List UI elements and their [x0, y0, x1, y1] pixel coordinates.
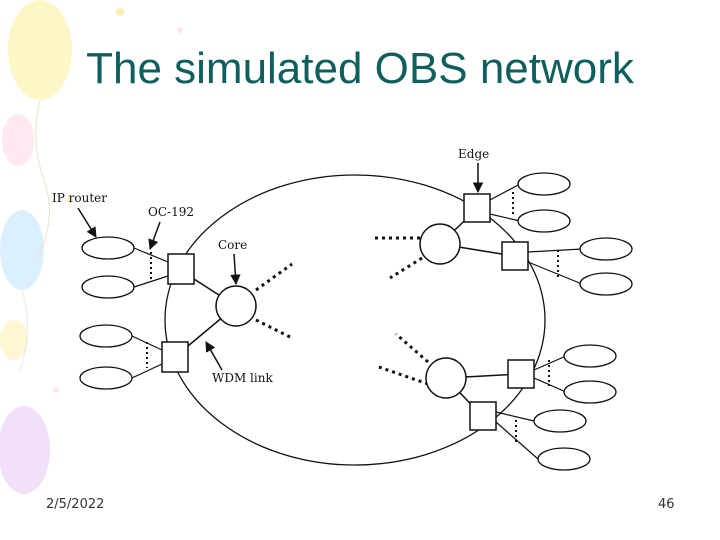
oc192-label-arrow	[148, 221, 161, 250]
balloon-shape	[2, 114, 34, 166]
edge-node	[501, 241, 529, 271]
router-link	[133, 247, 169, 263]
slide-date: 2/5/2022	[46, 497, 105, 512]
router-link	[133, 275, 169, 288]
ip-router-node	[81, 275, 135, 299]
edge-node	[507, 359, 535, 389]
balloon-string	[19, 289, 28, 371]
core-node	[425, 357, 467, 399]
confetti-dot	[177, 27, 183, 33]
confetti-dot	[116, 8, 124, 16]
router-link	[527, 248, 583, 253]
router-link	[533, 355, 567, 371]
edge-node	[161, 341, 189, 373]
link-stub	[395, 332, 429, 364]
router-link	[489, 183, 521, 201]
edge-label: Edge	[458, 147, 489, 161]
router-link	[495, 411, 535, 422]
ip-router-node	[563, 344, 617, 368]
ip-router-node	[79, 366, 133, 390]
balloon-shape	[0, 320, 28, 360]
wdm-link-label-arrow	[205, 341, 223, 371]
core-label: Core	[218, 238, 247, 252]
network-boundary-ellipse	[164, 174, 546, 466]
link-stub	[255, 318, 293, 340]
oc192-label: OC-192	[148, 205, 194, 219]
slide-page-number: 46	[658, 497, 675, 512]
ip-router-node	[579, 237, 633, 261]
ip-router-node	[579, 272, 633, 296]
ip-router-node	[81, 236, 135, 260]
core-node	[419, 223, 461, 265]
wdm-link-label: WDM link	[212, 371, 273, 385]
slide-title: The simulated OBS network	[86, 44, 634, 93]
link-stub	[375, 364, 429, 386]
ip-router-node	[517, 209, 571, 233]
balloon-string	[35, 99, 50, 261]
link-stub	[255, 262, 293, 292]
router-link	[489, 213, 521, 222]
balloon-shape	[8, 0, 72, 100]
core-node	[215, 285, 257, 327]
obs-network-diagram: Edge IP router OC-192 Core WDM link	[52, 147, 633, 471]
core-label-arrow	[230, 253, 241, 286]
edge-node	[469, 401, 497, 431]
edge-node	[167, 253, 195, 285]
balloon-shape	[0, 210, 44, 290]
edge-node	[463, 193, 491, 223]
confetti-dot	[67, 197, 73, 203]
ip-router-label-arrow	[77, 207, 97, 238]
router-link	[527, 261, 583, 285]
ip-router-node	[563, 380, 617, 404]
link-stub	[389, 256, 423, 280]
router-link	[131, 363, 163, 379]
confetti-dot	[53, 387, 59, 393]
balloon-shape	[0, 406, 50, 494]
ip-router-label: IP router	[52, 191, 107, 205]
ip-router-node	[533, 409, 587, 433]
ip-router-node	[79, 324, 133, 348]
ip-router-node	[517, 172, 571, 196]
ip-router-node	[537, 447, 591, 471]
